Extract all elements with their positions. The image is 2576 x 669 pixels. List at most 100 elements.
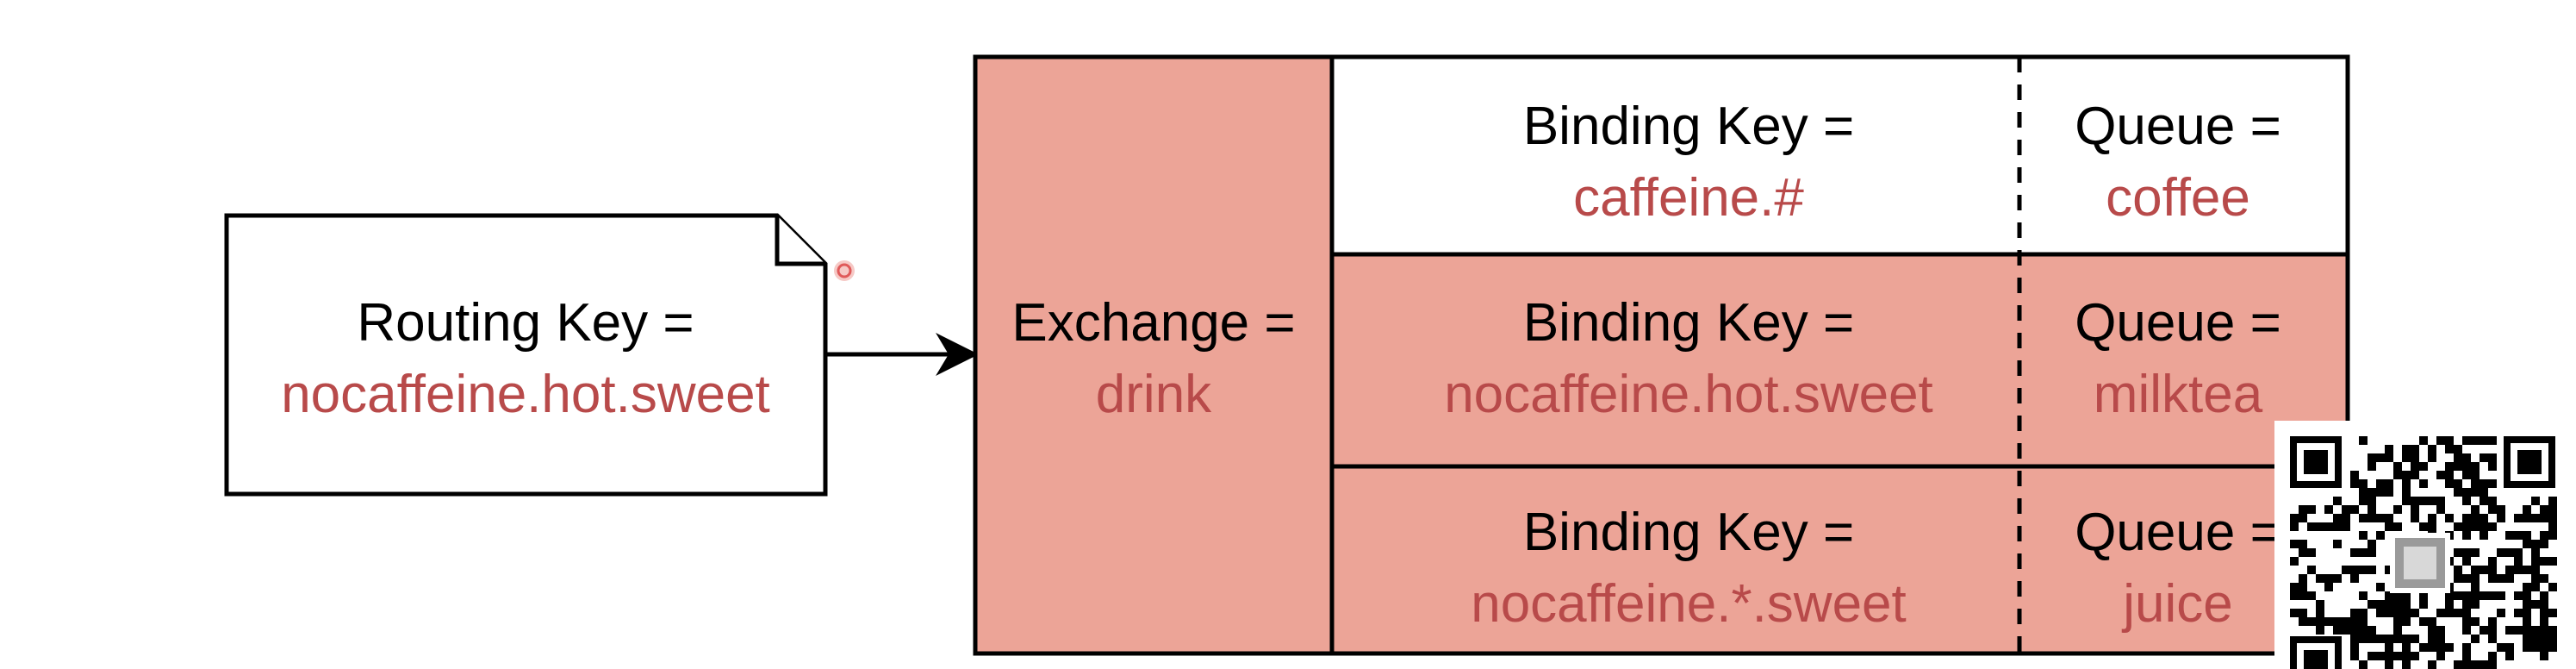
- qr-module: [2368, 514, 2376, 522]
- qr-module: [2531, 600, 2540, 609]
- qr-module: [2368, 540, 2376, 548]
- qr-module: [2514, 514, 2523, 522]
- qr-module: [2480, 453, 2488, 462]
- qr-module: [2402, 652, 2411, 660]
- qr-module: [2324, 522, 2333, 531]
- qr-module: [2419, 600, 2428, 609]
- qr-module: [2316, 574, 2324, 583]
- routing-key-message: Routing Key = nocaffeine.hot.sweet: [224, 213, 828, 497]
- qr-module: [2471, 635, 2480, 643]
- qr-module: [2488, 479, 2497, 488]
- qr-module: [2342, 514, 2350, 522]
- qr-module: [2393, 471, 2402, 479]
- qr-module: [2454, 479, 2462, 488]
- qr-module: [2531, 557, 2540, 566]
- qr-module: [2471, 436, 2480, 445]
- qr-module: [2299, 617, 2307, 626]
- message-note-shape: [224, 213, 828, 497]
- qr-module: [2480, 479, 2488, 488]
- binding-key-1-label: Binding Key =: [1523, 97, 1854, 156]
- qr-module: [2480, 514, 2488, 522]
- qr-module: [2445, 514, 2454, 522]
- qr-module: [2411, 652, 2419, 660]
- qr-module: [2548, 505, 2557, 514]
- qr-module: [2462, 514, 2471, 522]
- qr-module: [2368, 505, 2376, 514]
- qr-module: [2316, 626, 2324, 635]
- qr-module: [2402, 488, 2411, 497]
- qr-module: [2540, 600, 2548, 609]
- qr-module: [2411, 453, 2419, 462]
- qr-module: [2540, 609, 2548, 617]
- qr-module: [2505, 548, 2514, 557]
- queue-3-label: Queue =: [2075, 503, 2281, 562]
- qr-module: [2350, 635, 2359, 643]
- routing-key-label: Routing Key =: [357, 293, 694, 353]
- qr-module: [2368, 497, 2376, 505]
- qr-module: [2393, 626, 2402, 635]
- qr-module: [2488, 660, 2497, 669]
- qr-module: [2497, 505, 2505, 514]
- qr-module: [2402, 591, 2411, 600]
- qr-module: [2402, 497, 2411, 505]
- qr-module: [2454, 522, 2462, 531]
- qr-module: [2307, 566, 2316, 574]
- qr-module: [2471, 548, 2480, 557]
- binding-key-1-value: caffeine.#: [1573, 168, 1804, 228]
- qr-module: [2428, 643, 2436, 652]
- qr-module: [2505, 531, 2514, 540]
- binding-row-2-fill: [1332, 254, 2348, 466]
- qr-module: [2290, 557, 2299, 566]
- qr-module: [2523, 591, 2531, 600]
- qr-module: [2307, 522, 2316, 531]
- qr-module: [2350, 566, 2359, 574]
- qr-module: [2531, 626, 2540, 635]
- qr-module: [2445, 471, 2454, 479]
- qr-module: [2540, 505, 2548, 514]
- qr-module: [2445, 609, 2454, 617]
- routing-key-value: nocaffeine.hot.sweet: [281, 365, 770, 424]
- binding-row-3-fill: [1332, 466, 2348, 653]
- qr-module: [2505, 626, 2514, 635]
- qr-module: [2445, 643, 2454, 652]
- qr-module: [2531, 548, 2540, 557]
- qr-module: [2497, 574, 2505, 583]
- qr-module: [2385, 566, 2393, 574]
- qr-module: [2368, 626, 2376, 635]
- qr-center-logo: [2390, 533, 2450, 593]
- qr-module: [2428, 617, 2436, 626]
- qr-module: [2514, 626, 2523, 635]
- qr-module: [2497, 591, 2505, 600]
- qr-module: [2548, 643, 2557, 652]
- qr-module: [2350, 505, 2359, 514]
- qr-module: [2376, 479, 2385, 488]
- qr-module: [2462, 497, 2471, 505]
- qr-module: [2488, 635, 2497, 643]
- qr-module: [2419, 497, 2428, 505]
- qr-module: [2290, 591, 2299, 600]
- qr-module: [2531, 643, 2540, 652]
- qr-module: [2471, 514, 2480, 522]
- table-borders: [973, 54, 2350, 656]
- qr-module: [2454, 566, 2462, 574]
- qr-module: [2436, 436, 2445, 445]
- qr-module: [2462, 626, 2471, 635]
- qr-module: [2359, 591, 2368, 600]
- cursor-dot-icon: [834, 260, 855, 281]
- qr-module: [2350, 617, 2359, 626]
- qr-module: [2540, 617, 2548, 626]
- qr-module: [2488, 436, 2497, 445]
- qr-module: [2299, 574, 2307, 583]
- qr-module: [2548, 609, 2557, 617]
- qr-module: [2514, 609, 2523, 617]
- qr-module: [2488, 652, 2497, 660]
- qr-module: [2462, 453, 2471, 462]
- qr-module: [2393, 609, 2402, 617]
- qr-module: [2402, 617, 2411, 626]
- qr-module: [2540, 531, 2548, 540]
- qr-module: [2385, 488, 2393, 497]
- qr-module: [2523, 540, 2531, 548]
- qr-module: [2350, 479, 2359, 488]
- qr-module: [2471, 660, 2480, 669]
- qr-module: [2402, 471, 2411, 479]
